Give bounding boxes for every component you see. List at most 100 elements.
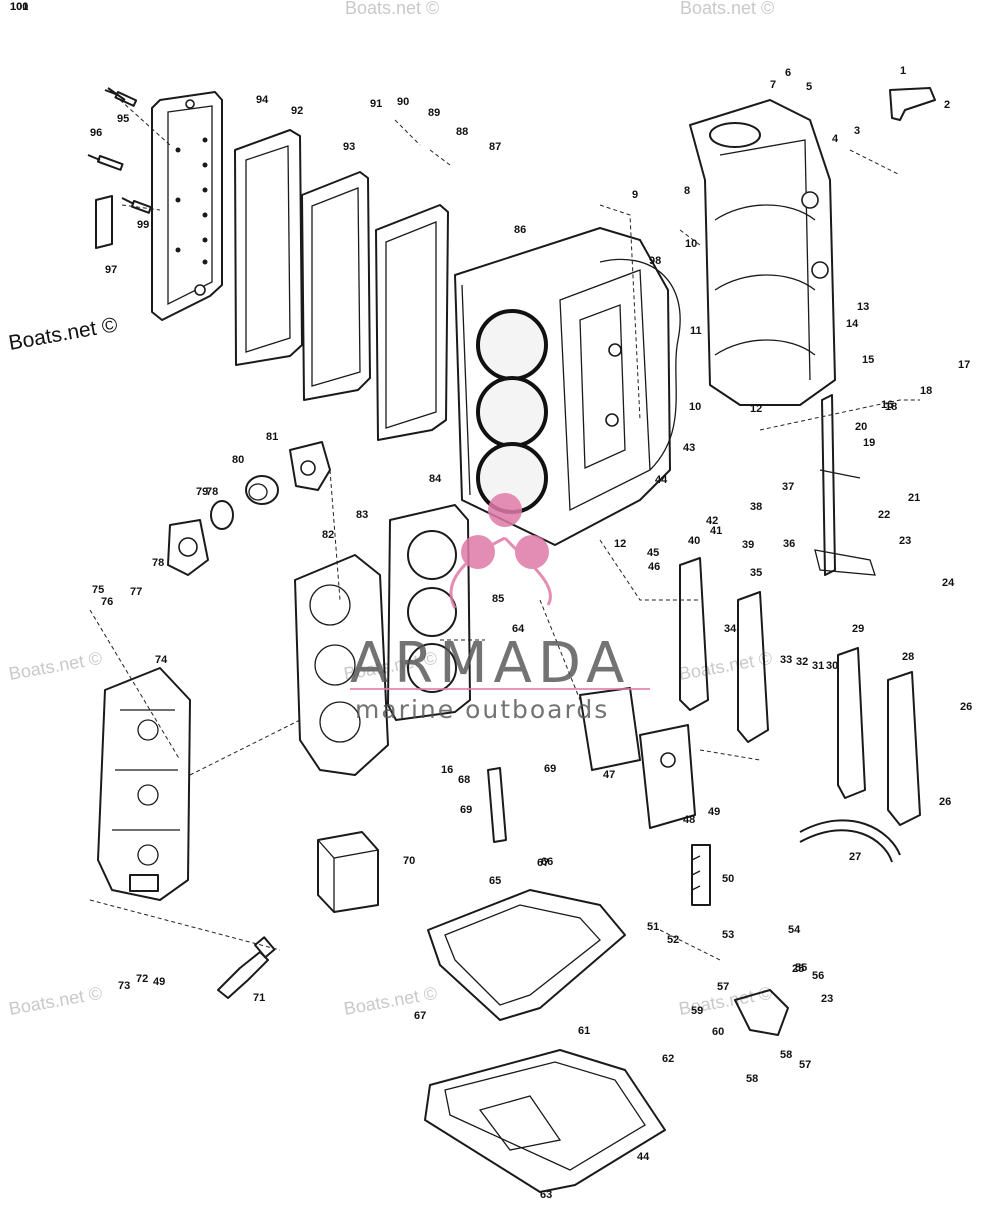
gasket-set-box [317,831,379,913]
part-callout: 53 [722,929,734,941]
part-callout: 99 [137,219,149,231]
part-callout: 78 [206,486,218,498]
watermark-text: Boats.net © [680,0,774,18]
part-callout: 78 [152,557,164,569]
part-callout: 72 [136,973,148,985]
part-callout: 66 [541,856,553,868]
part-callout: 74 [155,654,168,666]
part-callout: 24 [942,577,955,589]
exhaust-inner-gasket [375,204,449,441]
head-cover [97,667,191,901]
part-callout: 15 [862,354,874,366]
part-callout: 23 [821,993,833,1005]
part-callout: 46 [648,561,660,573]
part-callout: 77 [130,586,142,598]
part-callout: 55 [795,962,807,974]
part-callout: 76 [101,596,113,608]
thermostat-hose-line [599,258,681,471]
part-callout: 62 [662,1053,674,1065]
part-callout: 16 [881,399,893,411]
watermark-grid: Boats.net © Boats.net © Boats.net © Boat… [7,0,774,1019]
part-callout: 52 [667,934,679,946]
part-callout: 31 [812,660,824,672]
thermostat [245,475,279,505]
part-callout: 58 [746,1073,758,1085]
part-callout: 101 [10,1,28,13]
part-callout: 49 [708,806,720,818]
part-callout: 18 [885,401,897,413]
part-callout: 61 [578,1025,590,1037]
brand-name: ARMADA [350,631,630,696]
cylinder-head [294,554,389,776]
part-callout: 86 [514,224,526,236]
part-callout: 39 [742,539,754,551]
part-callout: 28 [902,651,914,663]
watermark-text: Boats.net © [7,648,103,684]
part-callout: 19 [863,437,875,449]
part-callout: 6 [785,67,791,79]
part-callout: 43 [683,442,695,454]
brand-logo-icon [449,493,552,609]
part-callout: 44 [637,1151,650,1163]
part-callout: 95 [117,113,129,125]
part-callout: 10 [689,401,701,413]
intake-cover [639,724,696,829]
part-callout: 23 [899,535,911,547]
part-callout: 20 [855,421,867,433]
part-callout: 13 [857,301,869,313]
part-callout: 33 [780,654,792,666]
part-callout: 38 [750,501,762,513]
part-callout: 27 [849,851,861,863]
part-callout: 9 [632,189,638,201]
part-callout: 12 [614,538,626,550]
bypass-hose [799,819,901,863]
part-callout: 35 [750,567,762,579]
part-callout: 26 [939,796,951,808]
part-callout: 2 [944,99,950,111]
part-callout: 45 [647,547,659,559]
part-callout: 85 [492,593,504,605]
part-callout: 22 [878,509,890,521]
shift-bracket [734,989,789,1036]
part-callout: 26 [960,701,972,713]
part-callout: 69 [460,804,472,816]
part-callout: 11 [690,325,702,337]
part-callout: 64 [512,623,525,635]
part-callout: 32 [796,656,808,668]
part-callout: 83 [356,509,368,521]
part-callout: 44 [655,474,668,486]
adapter-plate [424,1049,666,1193]
sensor-bracket [691,844,711,906]
part-callout: 3 [854,125,860,137]
part-callout: 59 [691,1005,703,1017]
thermostat-cover [289,441,331,491]
crankcase-half [689,99,836,406]
part-callout: 18 [920,385,932,397]
part-callout: 71 [253,992,265,1004]
throttle-linkage [814,394,876,576]
bracket-top-right [889,87,936,121]
brand-divider [350,688,650,690]
part-callout: 36 [783,538,795,550]
part-callout: 42 [706,515,718,527]
part-callout: 65 [489,875,501,887]
part-callout: 57 [717,981,729,993]
part-callout: 5 [806,81,812,93]
part-callout: 93 [343,141,355,153]
cylinder-block [454,227,671,546]
transfer-port-cover [837,647,866,799]
part-callout: 70 [403,855,415,867]
part-callout: 73 [118,980,130,992]
part-callout: 25 [792,963,804,975]
watermark-text: Boats.net © [677,648,773,684]
screws-left-top [87,87,152,249]
part-callout: 1 [900,65,906,77]
part-callout: 82 [322,529,334,541]
part-callout: 7 [770,79,776,91]
part-callout: 30 [826,660,838,672]
thermostat-housing [167,519,209,576]
exhaust-inner-plate [301,171,371,401]
brand-tagline: marine outboards [355,695,609,724]
part-callout: 96 [90,127,102,139]
